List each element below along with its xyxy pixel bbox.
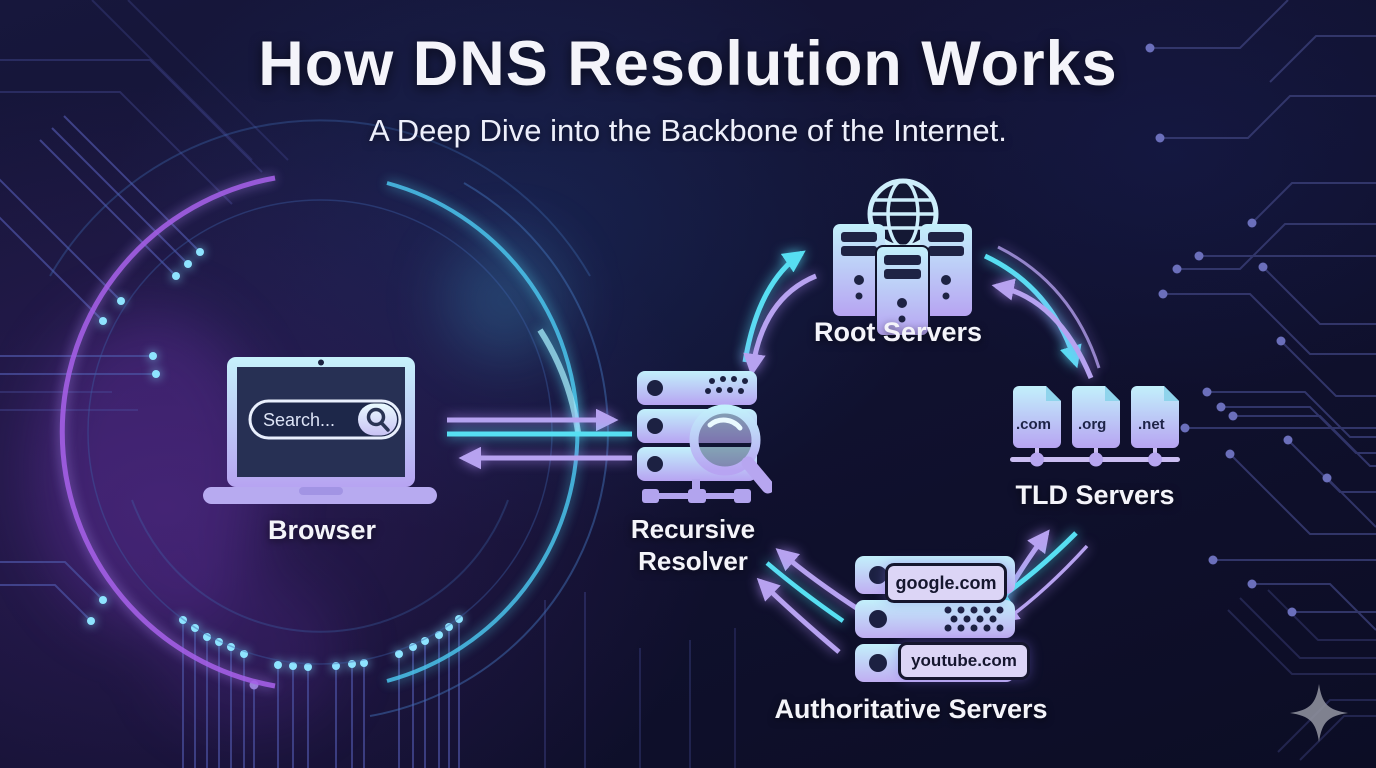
cyan-glow [445,240,565,360]
resolver-label: Recursive Resolver [598,513,788,577]
tld-net-label: .net [1138,416,1165,433]
domain-file-org: .org [1072,386,1120,448]
resolver-label-line1: Recursive [630,514,756,544]
server-tower-center [875,245,930,337]
tld-servers-label: TLD Servers [1015,480,1175,510]
circuit-traces-bottom [182,592,736,768]
sparkle-icon [1290,684,1348,742]
circuit-dots-right [1145,43,1332,617]
circuit-dots-left [87,248,204,625]
laptop-camera [318,359,324,366]
domain-file-net: .net [1131,386,1179,448]
search-placeholder: Search... [263,410,335,430]
resolver-network-connector [642,479,751,503]
domain-files-icon: .com .org .net [1010,386,1180,467]
root-servers-label: Root Servers [813,317,983,347]
resolver-label-line2: Resolver [638,546,748,576]
search-icon [366,407,390,432]
magnifier-icon [689,404,772,494]
authoritative-servers-label: Authoritative Servers [774,694,1048,724]
server-tower-right [920,224,972,316]
laptop-search-icon: Search... [203,357,437,504]
purple-glow-2 [160,570,340,730]
laptop-base-notch [299,487,343,495]
domain-badge-google: google.com [885,563,1007,603]
browser-label: Browser [267,515,377,545]
circuit-traces-left [0,0,289,619]
tld-connector [1010,444,1180,467]
tld-com-label: .com [1016,416,1051,433]
tld-org-label: .org [1078,416,1106,433]
arrows-authoritative-resolver [756,548,863,654]
laptop-base [203,487,437,504]
rack-dots [944,606,1004,632]
search-bar: Search... [248,399,402,440]
page-title: How DNS Resolution Works [258,29,1118,99]
server-magnifier-icon [637,371,772,503]
arrows-resolver-root [742,250,817,377]
arrows-browser-resolver [447,408,632,470]
circuit-dots-bottom [179,615,463,671]
arrows-root-tld [983,245,1101,379]
page-subtitle: A Deep Dive into the Backbone of the Int… [369,113,1007,148]
domain-file-com: .com [1013,386,1061,448]
circuit-traces-right [1150,0,1376,761]
globe-server-towers-icon [833,178,972,337]
server-tower-left [833,224,885,316]
server-towers [833,224,972,337]
domain-badge-youtube: youtube.com [898,642,1030,680]
